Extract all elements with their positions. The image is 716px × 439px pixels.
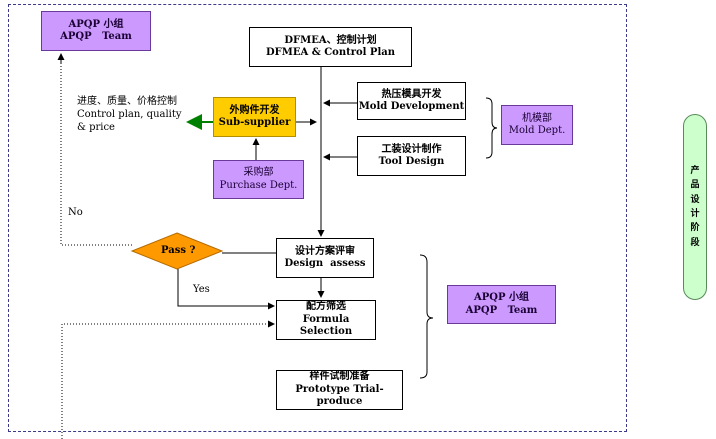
control-note: 进度、质量、价格控制 Control plan, quality & price [77, 95, 182, 134]
label-en: Formula Selection [299, 313, 353, 338]
label-en: Mold Development [358, 101, 465, 112]
dfmea-box: DFMEA、控制计划 DFMEA & Control Plan [249, 27, 412, 67]
label-zh: 热压模具开发 [381, 88, 442, 100]
note-zh: 进度、质量、价格控制 [77, 96, 177, 107]
label-zh: 机模部 [522, 112, 552, 124]
phase-char: 产 [690, 165, 700, 176]
pass-diamond [130, 232, 224, 270]
label-en: Tool Design [378, 156, 445, 167]
label-en: APQP Team [60, 31, 132, 42]
label-zh: 外购件开发 [229, 104, 280, 116]
label-zh: 工装设计制作 [381, 143, 442, 155]
label-zh: 采购部 [243, 167, 274, 178]
apqp-team-bottom: APQP 小组 APQP Team [447, 285, 556, 324]
phase-char: 设 [690, 194, 700, 205]
apqp-team-top: APQP 小组 APQP Team [41, 11, 151, 51]
sub-supplier-box: 外购件开发 Sub-supplier [213, 97, 296, 137]
brace-team [419, 254, 434, 379]
phase-label-pill: 产 品 设 计 阶 段 [683, 114, 707, 300]
label-en: Design assess [284, 258, 366, 269]
formula-selection-box: 配方筛选 Formula Selection [276, 300, 376, 340]
label-en: Prototype Trial-produce [295, 383, 384, 408]
yes-label: Yes [193, 284, 210, 295]
phase-char: 段 [690, 237, 700, 248]
label-en: Purchase Dept. [219, 179, 298, 191]
purchase-dept-box: 采购部 Purchase Dept. [213, 160, 304, 199]
label-zh: 样件试制准备 [309, 371, 370, 383]
design-assess-box: 设计方案评审 Design assess [276, 238, 374, 278]
phase-frame [8, 4, 627, 432]
note-en-1: Control plan, quality [77, 109, 182, 120]
label-en: Mold Dept. [508, 125, 566, 136]
label-zh: APQP 小组 [68, 18, 124, 30]
label-zh: APQP 小组 [474, 292, 529, 303]
label-en: APQP Team [465, 304, 538, 316]
note-en-2: & price [77, 122, 115, 133]
brace-mold [485, 97, 498, 159]
phase-char: 计 [690, 209, 700, 219]
pass-label: Pass ? [161, 245, 196, 256]
mold-dept-box: 机模部 Mold Dept. [501, 105, 573, 145]
label-en: DFMEA & Control Plan [265, 47, 396, 58]
phase-char: 品 [690, 180, 700, 191]
tool-design-box: 工装设计制作 Tool Design [357, 136, 466, 176]
label-en: Sub-supplier [218, 117, 291, 128]
phase-char: 阶 [690, 223, 700, 234]
prototype-box: 样件试制准备 Prototype Trial-produce [276, 370, 403, 410]
label-zh: 设计方案评审 [295, 245, 355, 257]
no-label: No [68, 207, 83, 218]
label-zh: DFMEA、控制计划 [284, 34, 377, 46]
label-zh: 配方筛选 [306, 301, 346, 313]
mold-development-box: 热压模具开发 Mold Development [357, 82, 466, 120]
